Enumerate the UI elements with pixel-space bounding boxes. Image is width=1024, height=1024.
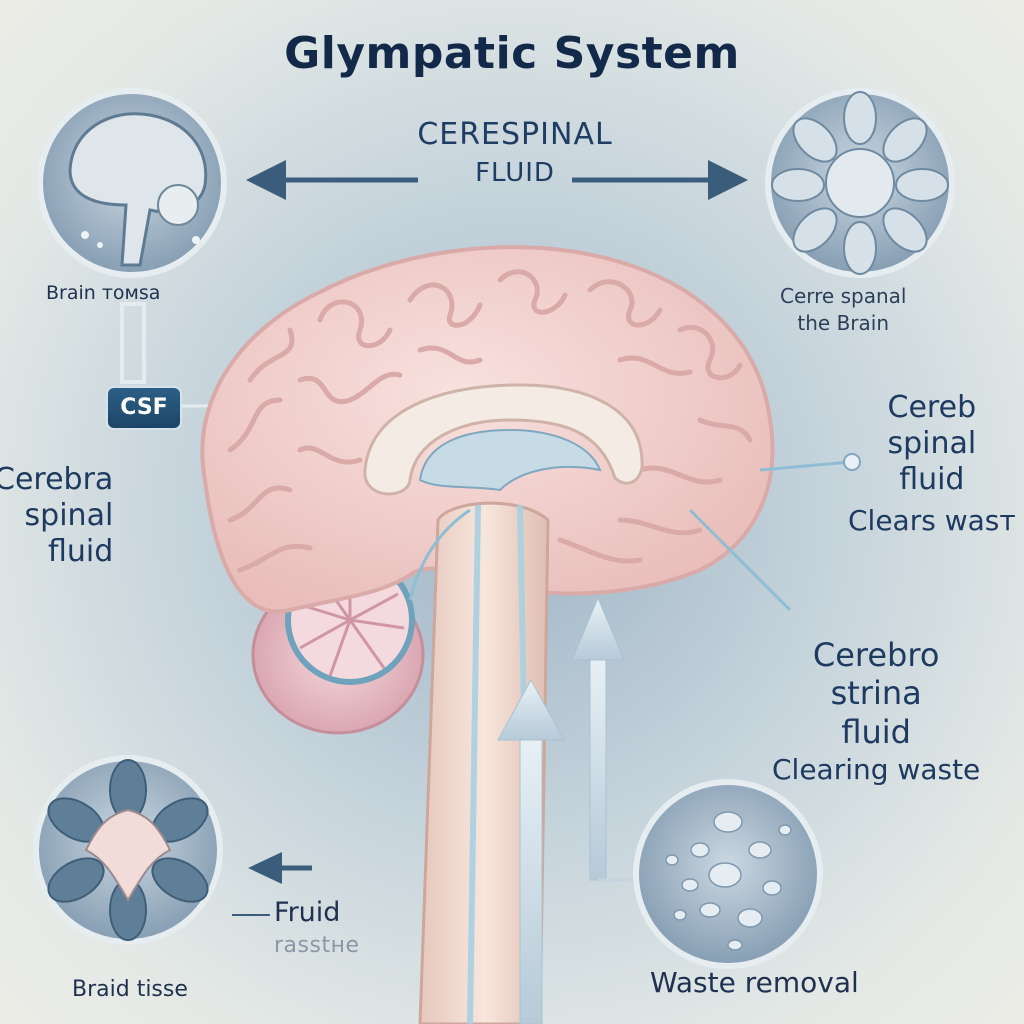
bottom-left-flow-label: Fruid rasstне bbox=[274, 898, 360, 958]
right-upper-label-line3: fluid bbox=[899, 462, 965, 497]
diagram-title: Glympatic System bbox=[284, 28, 740, 79]
left-fluid-label-line2: spinal bbox=[24, 498, 114, 533]
top-right-caption-line1: Cerre spanal bbox=[780, 284, 907, 308]
bottom-left-flow-line1: Fruid bbox=[274, 897, 341, 928]
top-left-caption: Brain томѕа bbox=[46, 282, 161, 304]
top-left-inset bbox=[37, 88, 227, 278]
right-upper-label-line2: spinal bbox=[887, 426, 977, 461]
bottom-left-caption: Braid tisse bbox=[72, 977, 188, 1002]
right-lower-label-line4: Clearing waste bbox=[772, 753, 981, 787]
bottom-left-arrow bbox=[248, 852, 312, 884]
top-right-caption-line2: the Brain bbox=[797, 311, 890, 335]
left-fluid-label-line3: fluid bbox=[48, 534, 114, 569]
right-lower-label-line2: strina bbox=[830, 674, 922, 713]
top-right-inset bbox=[765, 88, 955, 278]
upward-arrow-center bbox=[497, 678, 565, 1024]
bottom-right-caption: Waste removal bbox=[650, 966, 859, 999]
csf-channels bbox=[408, 460, 851, 612]
upward-arrow-right bbox=[571, 596, 640, 882]
csf-droplet bbox=[843, 453, 861, 471]
right-lower-label-line1: Cerebro bbox=[812, 636, 940, 674]
left-fluid-label: Cerebra spinal fluid bbox=[0, 462, 113, 570]
bottom-right-inset bbox=[633, 779, 823, 969]
top-fluid-label: CERESPINAL FLUID bbox=[340, 118, 690, 188]
right-upper-label-line1: Cereb bbox=[887, 390, 977, 425]
bottom-left-flow-line2: rasstне bbox=[274, 932, 360, 958]
right-upper-fluid-label: Cereb spinal fluid Clears wasт bbox=[848, 390, 1016, 538]
bottom-left-inset bbox=[33, 755, 270, 945]
left-fluid-label-line1: Cerebra bbox=[0, 462, 114, 497]
right-lower-fluid-label: Cerebro strina fluid Clearing waste bbox=[772, 636, 980, 787]
top-fluid-label-line2: FLUID bbox=[475, 158, 555, 188]
right-lower-label-line3: fluid bbox=[841, 712, 911, 751]
csf-badge: CSF bbox=[106, 386, 182, 430]
right-upper-label-line4: Clears wasт bbox=[848, 504, 1016, 537]
corpus-callosum bbox=[363, 383, 644, 496]
top-right-caption: Cerre spanal the Brain bbox=[780, 283, 906, 337]
top-double-arrow bbox=[246, 160, 748, 200]
cerebrum bbox=[200, 245, 775, 614]
top-fluid-label-line1: CERESPINAL bbox=[417, 117, 613, 152]
brainstem bbox=[418, 501, 550, 1024]
